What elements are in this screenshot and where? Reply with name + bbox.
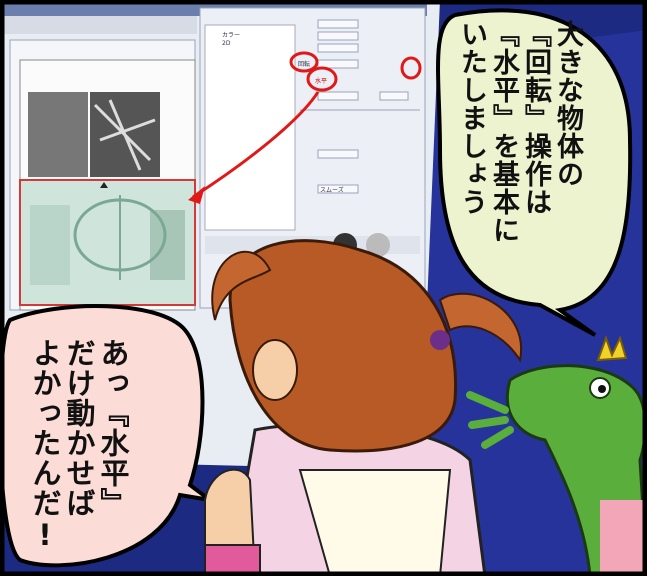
girl-hair (228, 239, 458, 453)
smooth-label: スムーズ (320, 187, 344, 194)
girl-sleeve (204, 544, 261, 576)
hair-tie (430, 330, 450, 350)
girl-ear (252, 339, 298, 401)
horizontal-circle-annotation (306, 66, 338, 92)
red-arrow-head (188, 186, 205, 204)
layer-list (204, 24, 296, 231)
sphere-preview-2 (366, 233, 390, 257)
building-1 (30, 205, 70, 285)
horizontal-label: 水平 (315, 78, 328, 85)
speech-bubble-right (436, 8, 633, 337)
spinner-circle-annotation (400, 56, 422, 80)
pigtail-right (438, 292, 523, 363)
red-arrow (192, 91, 320, 199)
frog-crown (596, 335, 628, 362)
rotate-label: 回転 (298, 61, 311, 68)
girl-character (204, 239, 523, 576)
frog-character (466, 335, 647, 576)
manga-speedlines (93, 99, 156, 171)
layer-label-2d: 2D (222, 40, 231, 47)
girl-collar (298, 469, 452, 576)
manga-frame-1 (28, 92, 88, 177)
rotate-circle-annotation (289, 51, 319, 73)
layer-label-color: カラー (222, 32, 241, 39)
toolbar (2, 16, 197, 34)
frog-skirt (600, 500, 647, 576)
speech-text-left: あっ『水平』 だけ動かせば よかったんだ! (28, 338, 130, 553)
building-2 (150, 210, 185, 280)
gizmo-marker (100, 182, 108, 188)
speech-text-right: 大きな物体の 『回転』操作は 『水平』を基本に いたしましょう (456, 20, 583, 244)
hair-tuft-left (211, 250, 272, 321)
